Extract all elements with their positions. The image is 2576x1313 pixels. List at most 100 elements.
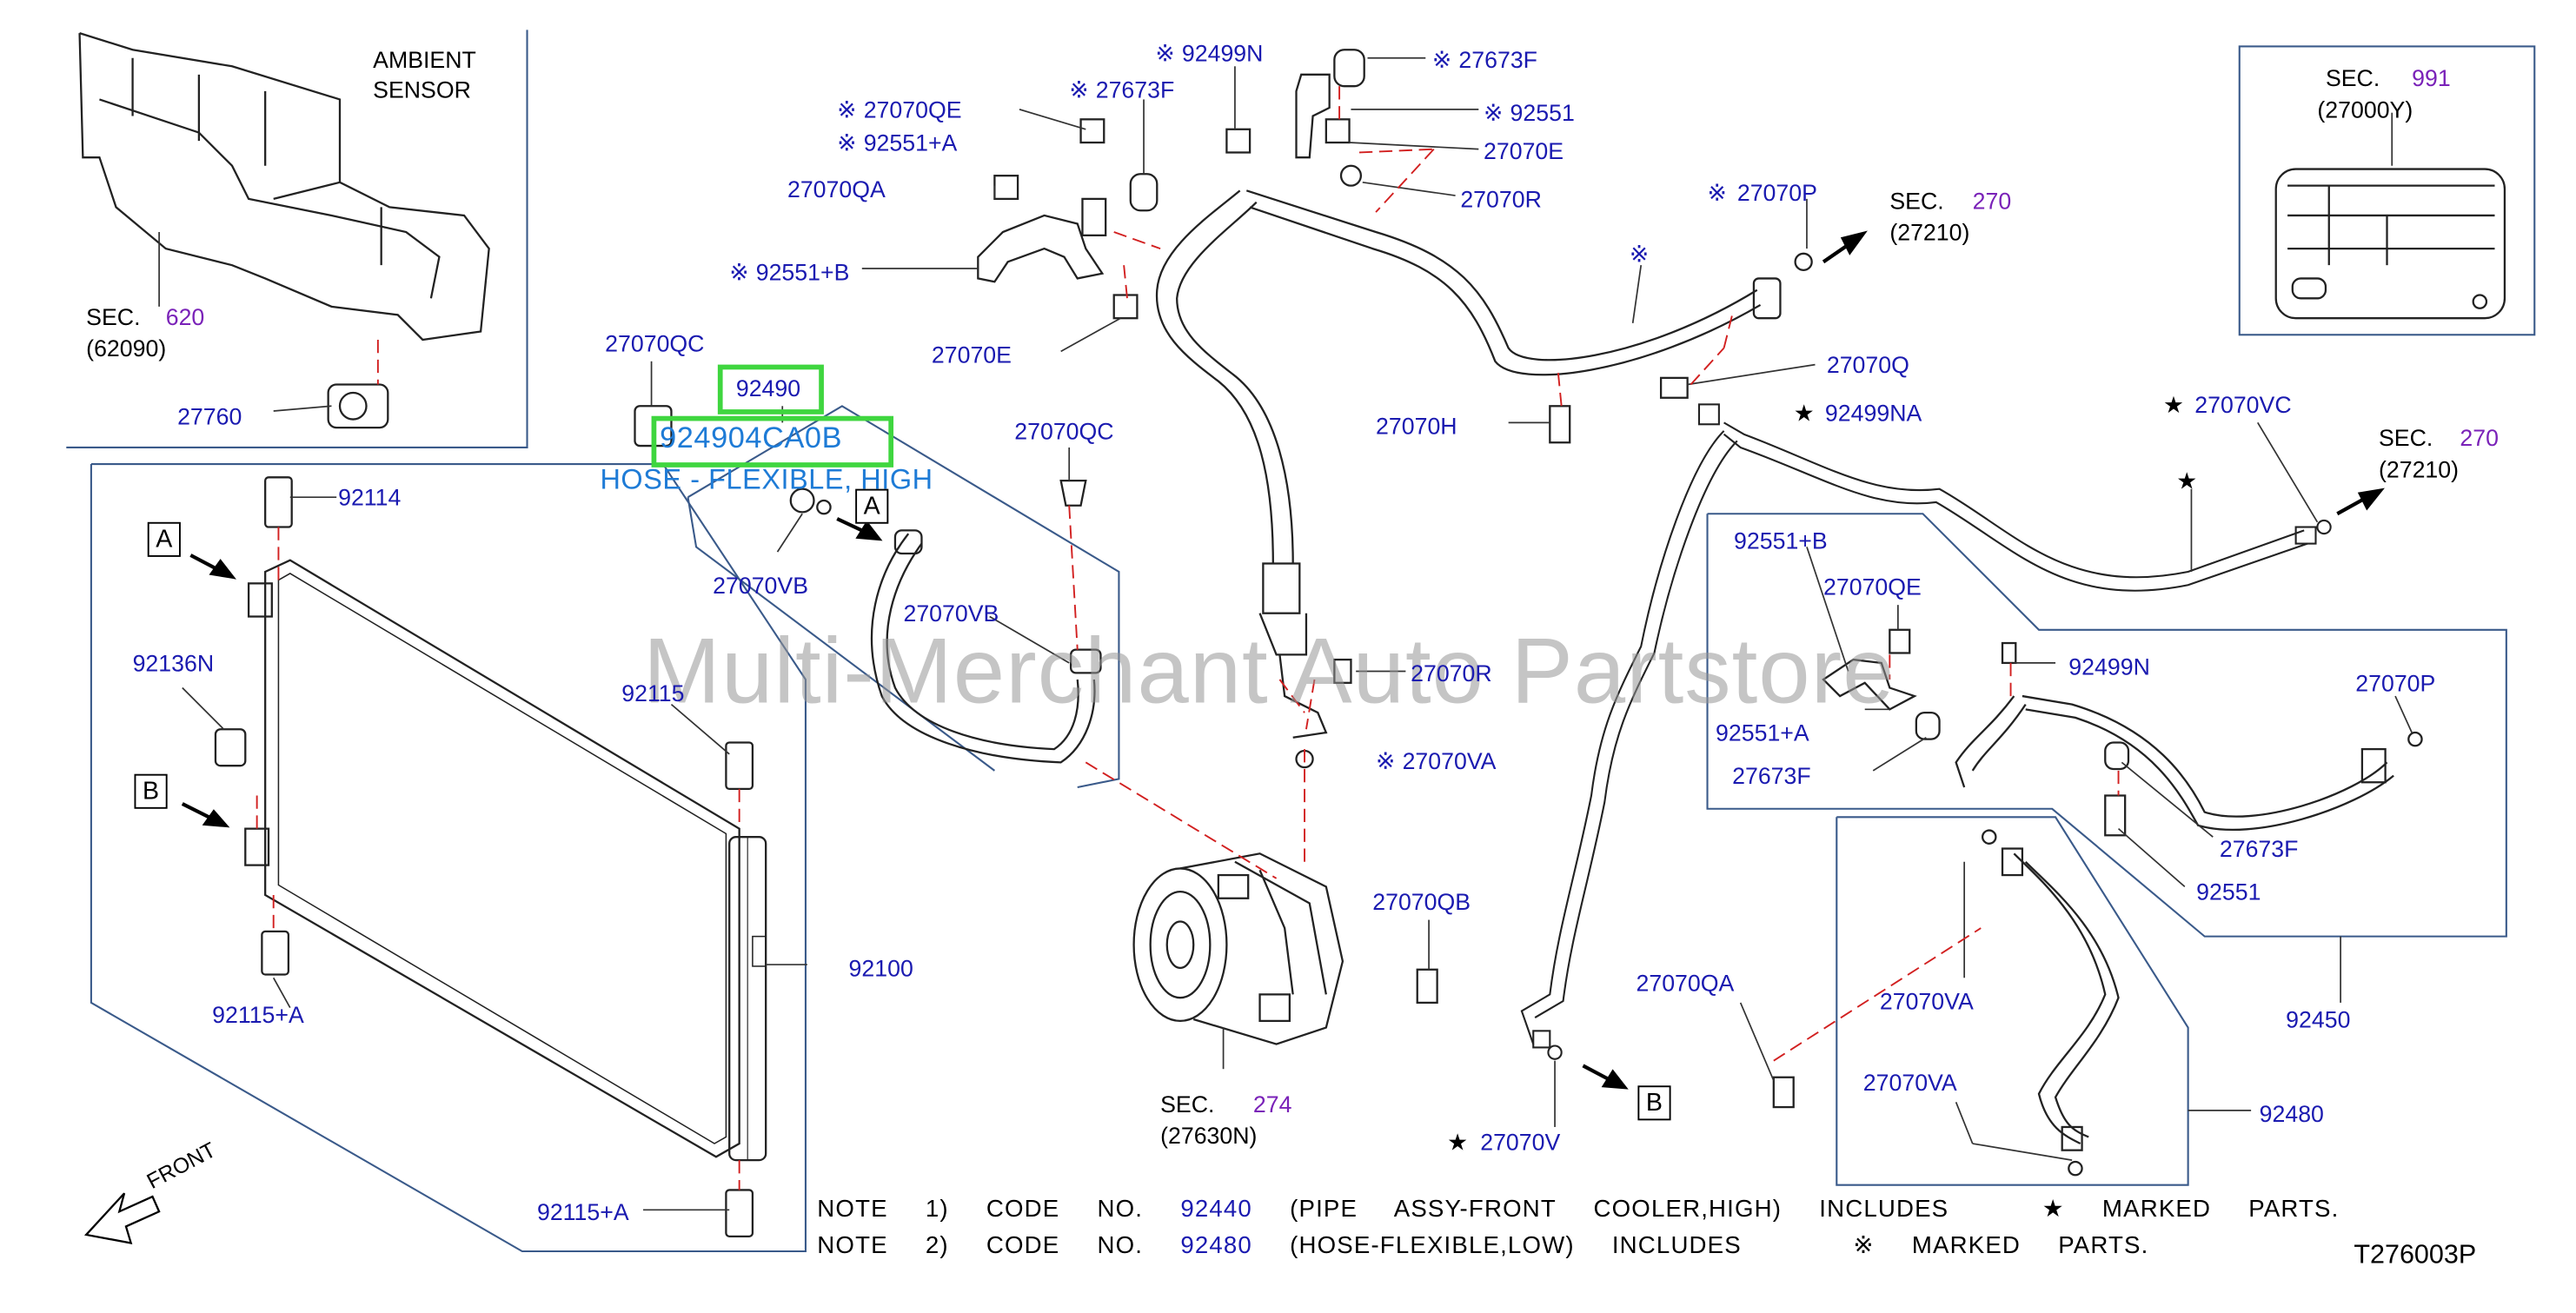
- sec270b-word: SEC.: [2378, 424, 2433, 451]
- callout-27070VA-upper[interactable]: 27070VA: [1879, 987, 1974, 1015]
- callout-27673F-top[interactable]: 27673F: [1458, 46, 1537, 73]
- sec270b-ref: (27210): [2378, 455, 2460, 483]
- callout-92499NA[interactable]: 92499NA: [1824, 399, 1922, 427]
- low-pressure-hose: [1156, 128, 1328, 769]
- marker-B-left: B: [134, 773, 168, 809]
- mark-27673F-upper: ※: [1069, 76, 1089, 103]
- compressor: [1132, 852, 1344, 1045]
- callout-92115A-lower[interactable]: 92115+A: [212, 1001, 304, 1028]
- ambient-title-line1: AMBIENT: [373, 46, 476, 73]
- callout-27070VC[interactable]: 27070VC: [2194, 391, 2292, 418]
- mark-27070QE: ※: [837, 96, 857, 123]
- mark-92551-top: ※: [1484, 99, 1504, 126]
- marker-A-hose: A: [855, 488, 889, 524]
- front-arrow: [83, 1192, 161, 1244]
- callout-27070QE-right[interactable]: 27070QE: [1823, 573, 1922, 600]
- callout-92499N-upper[interactable]: 92499N: [1181, 39, 1264, 67]
- callout-92551-top[interactable]: 92551: [1510, 99, 1575, 126]
- callout-92499N-right[interactable]: 92499N: [2068, 653, 2150, 680]
- mark-92551A: ※: [837, 129, 857, 156]
- note-2-prefix: NOTE 2) CODE NO.: [817, 1233, 1144, 1260]
- highlight-part-number[interactable]: 924904CA0B: [660, 421, 843, 454]
- mark-27070P-upper: ※: [1707, 178, 1727, 206]
- star-92499NA: ★: [1793, 399, 1815, 427]
- note-1: NOTE 1) CODE NO. 92440 (PIPE ASSY-FRONT …: [817, 1197, 1949, 1223]
- pipe-upper: [1245, 189, 1813, 444]
- note-1-tail: ★ MARKED PARTS.: [2042, 1197, 2340, 1223]
- hose-high-92490: [634, 405, 1102, 764]
- callout-27070VB-right[interactable]: 27070VB: [903, 600, 999, 627]
- callout-92551B[interactable]: 92551+B: [755, 258, 850, 286]
- callout-27070QC-left[interactable]: 27070QC: [605, 329, 705, 357]
- note-1-mark: ★: [2042, 1197, 2065, 1223]
- leader-lines: [158, 56, 2413, 1211]
- sec620-ref: (62090): [86, 335, 167, 361]
- callout-92551B-right[interactable]: 92551+B: [1734, 527, 1828, 554]
- callout-92551A-right[interactable]: 92551+A: [1716, 719, 1809, 746]
- note-2-mark: ※: [1853, 1233, 1875, 1260]
- mark-92499N-upper: ※: [1155, 39, 1175, 67]
- callout-27673F-lower[interactable]: 27673F: [2219, 835, 2299, 862]
- watermark: Multi-Merchant Auto Partstore: [643, 618, 1895, 723]
- callout-92136N[interactable]: 92136N: [132, 649, 215, 677]
- callout-27673F-right[interactable]: 27673F: [1732, 762, 1811, 789]
- sec270b-number[interactable]: 270: [2460, 424, 2499, 451]
- alignment-lines: [256, 86, 2120, 1190]
- callout-27760[interactable]: 27760: [177, 402, 242, 429]
- brackets: [977, 49, 2423, 1109]
- callout-27070R-mid[interactable]: 27070R: [1411, 660, 1492, 686]
- mark-27070VA-mid: ※: [1376, 747, 1396, 774]
- sec274-number[interactable]: 274: [1252, 1091, 1292, 1117]
- callout-27070VA-lower[interactable]: 27070VA: [1862, 1069, 1957, 1096]
- callout-27070E-left[interactable]: 27070E: [931, 341, 1012, 368]
- callout-27070R-top[interactable]: 27070R: [1460, 185, 1542, 213]
- note-2-tail: ※ MARKED PARTS.: [1853, 1233, 2148, 1260]
- callout-27070P-right[interactable]: 27070P: [2355, 669, 2436, 697]
- star-27070V: ★: [1447, 1128, 1469, 1156]
- note-2: NOTE 2) CODE NO. 92480 (HOSE-FLEXIBLE,LO…: [817, 1233, 1742, 1260]
- note-1-code[interactable]: 92440: [1180, 1197, 1252, 1223]
- callout-92115[interactable]: 92115: [621, 679, 685, 706]
- flow-arrows: [181, 230, 2385, 1090]
- callout-92551-right[interactable]: 92551: [2196, 878, 2261, 905]
- callout-27070QA-lower[interactable]: 27070QA: [1636, 969, 1735, 997]
- callout-92114[interactable]: 92114: [338, 483, 402, 511]
- sec991-ref: (27000Y): [2317, 96, 2413, 123]
- callout-27070QC-right[interactable]: 27070QC: [1014, 417, 1114, 445]
- sec270a-ref: (27210): [1889, 218, 1970, 246]
- callout-27070QA-upper[interactable]: 27070QA: [787, 176, 886, 202]
- callout-27070VA-mid[interactable]: 27070VA: [1402, 747, 1497, 774]
- sec620-word: SEC.: [86, 303, 141, 330]
- callout-92490[interactable]: 92490: [735, 375, 801, 401]
- sec274-word: SEC.: [1160, 1091, 1215, 1117]
- callout-27070QB[interactable]: 27070QB: [1372, 888, 1471, 915]
- callout-27070QE[interactable]: 27070QE: [863, 96, 962, 123]
- sec274-ref: (27630N): [1160, 1122, 1258, 1149]
- callout-92100[interactable]: 92100: [848, 954, 913, 982]
- callout-92450[interactable]: 92450: [2286, 1005, 2351, 1033]
- callout-27070VB-left[interactable]: 27070VB: [713, 572, 809, 599]
- highlight-box-part[interactable]: [717, 364, 824, 414]
- callout-27070P-upper[interactable]: 27070P: [1736, 178, 1817, 206]
- callout-27673F-upper[interactable]: 27673F: [1095, 76, 1175, 103]
- sec620-number[interactable]: 620: [165, 303, 205, 330]
- callout-92480[interactable]: 92480: [2259, 1100, 2324, 1127]
- diagram-code: T276003P: [2354, 1241, 2477, 1270]
- callout-27070E-top[interactable]: 27070E: [1484, 137, 1564, 164]
- note-2-code[interactable]: 92480: [1180, 1233, 1252, 1260]
- callout-27070V[interactable]: 27070V: [1480, 1128, 1561, 1156]
- star-27070VC: ★: [2163, 391, 2184, 418]
- callout-92115A-bottom[interactable]: 92115+A: [536, 1197, 629, 1225]
- callout-27070H[interactable]: 27070H: [1376, 412, 1457, 440]
- sec270a-number[interactable]: 270: [1972, 187, 2012, 215]
- pipe-long: [1520, 403, 2332, 1060]
- note-2-text: (HOSE-FLEXIBLE,LOW) INCLUDES: [1290, 1233, 1742, 1260]
- mark-92551B: ※: [729, 258, 749, 286]
- note-1-prefix: NOTE 1) CODE NO.: [817, 1197, 1144, 1223]
- highlight-box-part-number[interactable]: [651, 415, 894, 468]
- mark-27673F-top: ※: [1431, 46, 1452, 73]
- callout-92551A[interactable]: 92551+A: [863, 129, 958, 156]
- note-1-marked-parts: MARKED PARTS.: [2101, 1197, 2340, 1223]
- sec991-number[interactable]: 991: [2412, 64, 2451, 91]
- callout-27070Q[interactable]: 27070Q: [1826, 351, 1909, 378]
